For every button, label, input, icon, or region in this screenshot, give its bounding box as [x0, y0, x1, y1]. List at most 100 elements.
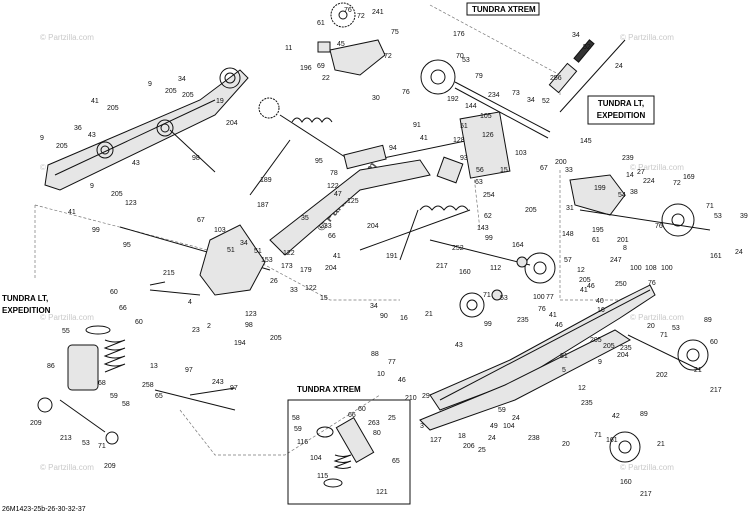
- callout: 205: [111, 191, 123, 198]
- callout: 78: [330, 170, 338, 177]
- callout: 76: [538, 306, 546, 313]
- callout: 195: [592, 227, 604, 234]
- callout: 53: [672, 325, 680, 332]
- callout: 75: [391, 29, 399, 36]
- callout: 14: [626, 172, 634, 179]
- callout: 263: [368, 420, 380, 427]
- callout: 9: [40, 135, 44, 142]
- callout: 224: [643, 178, 655, 185]
- variant-label-tundra-xtrem-bottom: TUNDRA XTREM: [297, 385, 361, 394]
- callout: 88: [371, 351, 379, 358]
- shock-assembly: [37, 281, 236, 445]
- callout: 239: [622, 155, 634, 162]
- callout: 15: [320, 295, 328, 302]
- callout: 112: [490, 265, 501, 272]
- callout: 256: [550, 75, 562, 82]
- callout: 86: [47, 363, 55, 370]
- callout: 202: [656, 372, 668, 379]
- callout: 39: [740, 213, 748, 220]
- slide-rail: [419, 284, 709, 463]
- callout: 77: [388, 359, 396, 366]
- callout: 21: [657, 441, 665, 448]
- callout: 99: [484, 321, 492, 328]
- callout: 12: [578, 385, 586, 392]
- callout: 233: [320, 223, 332, 230]
- callout: 258: [142, 382, 154, 389]
- callout: 34: [240, 240, 248, 247]
- callout: 122: [327, 183, 339, 190]
- callout: 71: [706, 203, 714, 210]
- callout: 61: [317, 20, 325, 27]
- callout: 59: [294, 426, 302, 433]
- callout: 164: [512, 242, 524, 249]
- variant-label-tundra-xtrem-top: TUNDRA XTREM: [472, 5, 536, 14]
- callout: 43: [455, 342, 463, 349]
- callout: 123: [125, 200, 137, 207]
- callout: 91: [413, 122, 421, 129]
- callout: 46: [398, 377, 406, 384]
- callout: 121: [376, 489, 388, 496]
- watermark: © Partzilla.com: [630, 313, 684, 322]
- callout: 103: [214, 227, 226, 234]
- callout: 60: [710, 339, 718, 346]
- callout: 217: [710, 387, 722, 394]
- callout: 97: [230, 385, 238, 392]
- callout: 52: [542, 98, 550, 105]
- callout: 61: [592, 237, 600, 244]
- callout: 34: [572, 32, 580, 39]
- callout: 148: [562, 231, 574, 238]
- label-box: [466, 2, 540, 16]
- callout: 12: [577, 267, 585, 274]
- callout: 173: [281, 263, 293, 270]
- variant-label-tundra-lt-right: TUNDRA LT, EXPEDITION: [596, 99, 646, 120]
- callout: 27: [637, 169, 645, 176]
- callout: 123: [245, 311, 257, 318]
- callout: 187: [257, 202, 269, 209]
- callout: 67: [540, 165, 548, 172]
- callout: 3: [420, 423, 424, 430]
- callout: 62: [484, 213, 492, 220]
- callout: 100: [661, 265, 673, 272]
- callout: 179: [300, 267, 312, 274]
- callout: 70: [456, 53, 464, 60]
- callout: 58: [292, 415, 300, 422]
- callout: 35: [301, 215, 309, 222]
- watermark: © Partzilla.com: [40, 313, 94, 322]
- callout: 34: [370, 303, 378, 310]
- callout: 9: [90, 183, 94, 190]
- callout: 217: [436, 263, 448, 270]
- callout: 65: [392, 458, 400, 465]
- callout: 79: [475, 73, 483, 80]
- watermark: © Partzilla.com: [40, 33, 94, 42]
- callout: 20: [562, 441, 570, 448]
- callout: 205: [603, 343, 615, 350]
- callout: 205: [590, 337, 602, 344]
- callout: 205: [270, 335, 282, 342]
- callout: 41: [91, 98, 99, 105]
- callout: 63: [475, 179, 483, 186]
- front-rail-assembly: [44, 67, 249, 191]
- callout: 51: [227, 247, 235, 254]
- callout: 100: [533, 294, 545, 301]
- callout: 16: [597, 307, 605, 314]
- callout: 235: [517, 317, 529, 324]
- callout: 72: [357, 13, 365, 20]
- callout: 51: [460, 123, 468, 130]
- callout: 67: [197, 217, 205, 224]
- callout: 53: [82, 440, 90, 447]
- callout: 2: [207, 323, 211, 330]
- callout: 189: [260, 177, 272, 184]
- callout: 24: [512, 415, 520, 422]
- variant-label-container: TUNDRA LT, EXPEDITION: [596, 99, 646, 120]
- callout: 105: [480, 113, 492, 120]
- callout: 128: [453, 137, 465, 144]
- callout: 33: [290, 287, 298, 294]
- variant-label-container: TUNDRA LT, EXPEDITION: [2, 294, 50, 315]
- callout: 71: [594, 432, 602, 439]
- center-crossmember: [119, 159, 531, 296]
- callout: 160: [459, 269, 471, 276]
- callout: 213: [60, 435, 72, 442]
- callout: 13: [150, 363, 158, 370]
- callout: 192: [447, 96, 459, 103]
- callout: 76: [344, 7, 352, 14]
